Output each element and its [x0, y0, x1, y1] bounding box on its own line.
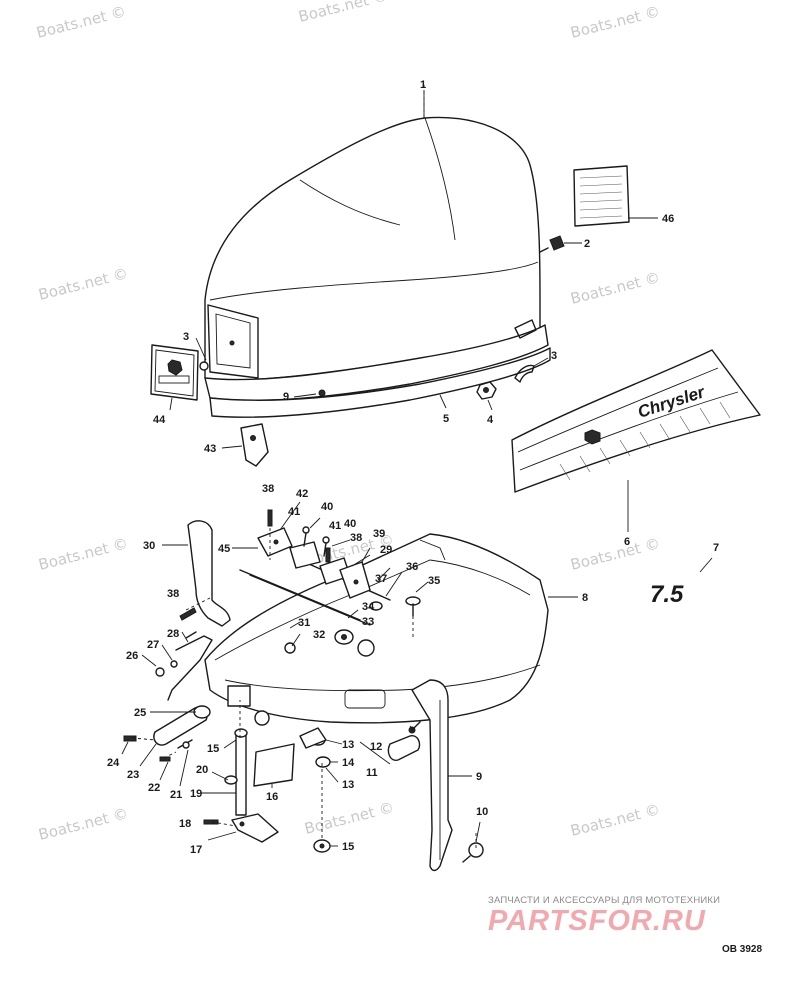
callout-12: 12 [370, 741, 382, 753]
callout-8: 8 [582, 592, 588, 604]
callout-21: 21 [170, 789, 182, 801]
callout-25: 25 [134, 707, 146, 719]
callout-15a: 15 [207, 743, 219, 755]
watermark-text: Boats.net © [569, 800, 662, 840]
callout-36: 36 [406, 561, 418, 573]
callout-26: 26 [126, 650, 138, 662]
callout-9b: 9 [283, 391, 289, 403]
watermark-text: Boats.net © [569, 268, 662, 308]
callout-41a: 41 [288, 506, 300, 518]
callout-30: 30 [143, 540, 155, 552]
part-36-washer [369, 601, 383, 611]
part-46-label-plate [573, 165, 630, 227]
part-10-knob [462, 842, 484, 863]
callout-19: 19 [190, 788, 202, 800]
part-43-bracket [240, 423, 269, 467]
callout-37: 37 [375, 573, 387, 585]
part-33-bushing [334, 629, 354, 645]
callout-38a: 38 [262, 483, 274, 495]
part-35-screw [405, 596, 421, 617]
callout-14: 14 [342, 757, 355, 769]
callout-46: 46 [662, 213, 674, 225]
callout-13a: 13 [342, 739, 354, 751]
callout-44: 44 [153, 414, 166, 426]
watermark-text: Boats.net © [35, 2, 128, 42]
callout-38b: 38 [167, 588, 179, 600]
assembly-lines [131, 85, 477, 848]
watermark-text: Boats.net © [569, 534, 662, 574]
part-40-41-screws [302, 526, 330, 557]
callout-7: 7 [713, 542, 719, 554]
callout-35: 35 [428, 575, 440, 587]
callout-17: 17 [190, 844, 202, 856]
callout-29: 29 [380, 544, 392, 556]
callout-layer: 1 2 3 3 4 5 6 7 8 9 9 10 11 12 13 13 14 … [107, 79, 719, 856]
shop-logo: PARTSFOR.RU [488, 905, 706, 937]
model-badge: 7.5 [650, 581, 684, 608]
callout-13b: 13 [342, 779, 354, 791]
watermark-text: Boats.net © [37, 264, 130, 304]
part-4-nut [476, 381, 497, 400]
callout-33: 33 [362, 616, 374, 628]
callout-24: 24 [107, 757, 120, 769]
callout-23: 23 [127, 769, 139, 781]
callout-20: 20 [196, 764, 208, 776]
callout-6: 6 [624, 536, 630, 548]
callout-34: 34 [362, 601, 375, 613]
part-38-pins [179, 509, 331, 621]
part-44-emblem-plate [150, 344, 199, 401]
callout-43: 43 [204, 443, 216, 455]
callout-38c: 38 [350, 532, 362, 544]
drawing-code: OB 3928 [722, 944, 763, 955]
part-30-lever [187, 520, 231, 627]
callout-28: 28 [167, 628, 179, 640]
leader-lines [121, 90, 713, 847]
watermark-text: Boats.net © [297, 0, 390, 26]
callout-9a: 9 [476, 771, 482, 783]
part-28-linkage [155, 631, 213, 701]
callout-40b: 40 [344, 518, 356, 530]
callout-31: 31 [298, 617, 310, 629]
watermark-text: Boats.net © [37, 804, 130, 844]
callout-40a: 40 [321, 501, 333, 513]
part-6-side-decal: Chrysler [511, 349, 761, 493]
callout-42: 42 [296, 488, 308, 500]
callout-11: 11 [366, 767, 378, 779]
watermark-text: Boats.net © [37, 534, 130, 574]
part-3-clip [199, 361, 535, 383]
part-9-tube [411, 679, 453, 872]
watermark-text: Boats.net © [303, 798, 396, 838]
part-15-nut-lower [313, 839, 331, 853]
part-19-shaft [203, 728, 279, 843]
callout-3a: 3 [183, 331, 189, 343]
shop-tagline: ЗАПЧАСТИ И АКСЕССУАРЫ ДЛЯ МОТОТЕХНИКИ [488, 895, 721, 906]
part-11-clamp [387, 721, 421, 761]
callout-18: 18 [179, 818, 191, 830]
callout-39: 39 [373, 528, 385, 540]
part-13-bushing [299, 727, 331, 768]
callout-2: 2 [584, 238, 590, 250]
callout-41b: 41 [329, 520, 341, 532]
callout-27: 27 [147, 639, 159, 651]
part-engine-cover [204, 116, 551, 418]
callout-22: 22 [148, 782, 160, 794]
part-8-lower-pan [204, 533, 549, 726]
callout-1: 1 [420, 79, 426, 91]
callout-5: 5 [443, 413, 449, 425]
callout-15b: 15 [342, 841, 354, 853]
callout-16: 16 [266, 791, 278, 803]
callout-10: 10 [476, 806, 488, 818]
part-2-screw [539, 235, 565, 253]
shop-banner: ЗАПЧАСТИ И АКСЕССУАРЫ ДЛЯ МОТОТЕХНИКИ PA… [488, 895, 788, 936]
callout-45: 45 [218, 543, 230, 555]
part-16-pad [253, 743, 295, 787]
callout-32: 32 [313, 629, 325, 641]
watermark-text: Boats.net © [569, 2, 662, 42]
callout-3b: 3 [551, 350, 557, 362]
callout-4: 4 [487, 414, 494, 426]
